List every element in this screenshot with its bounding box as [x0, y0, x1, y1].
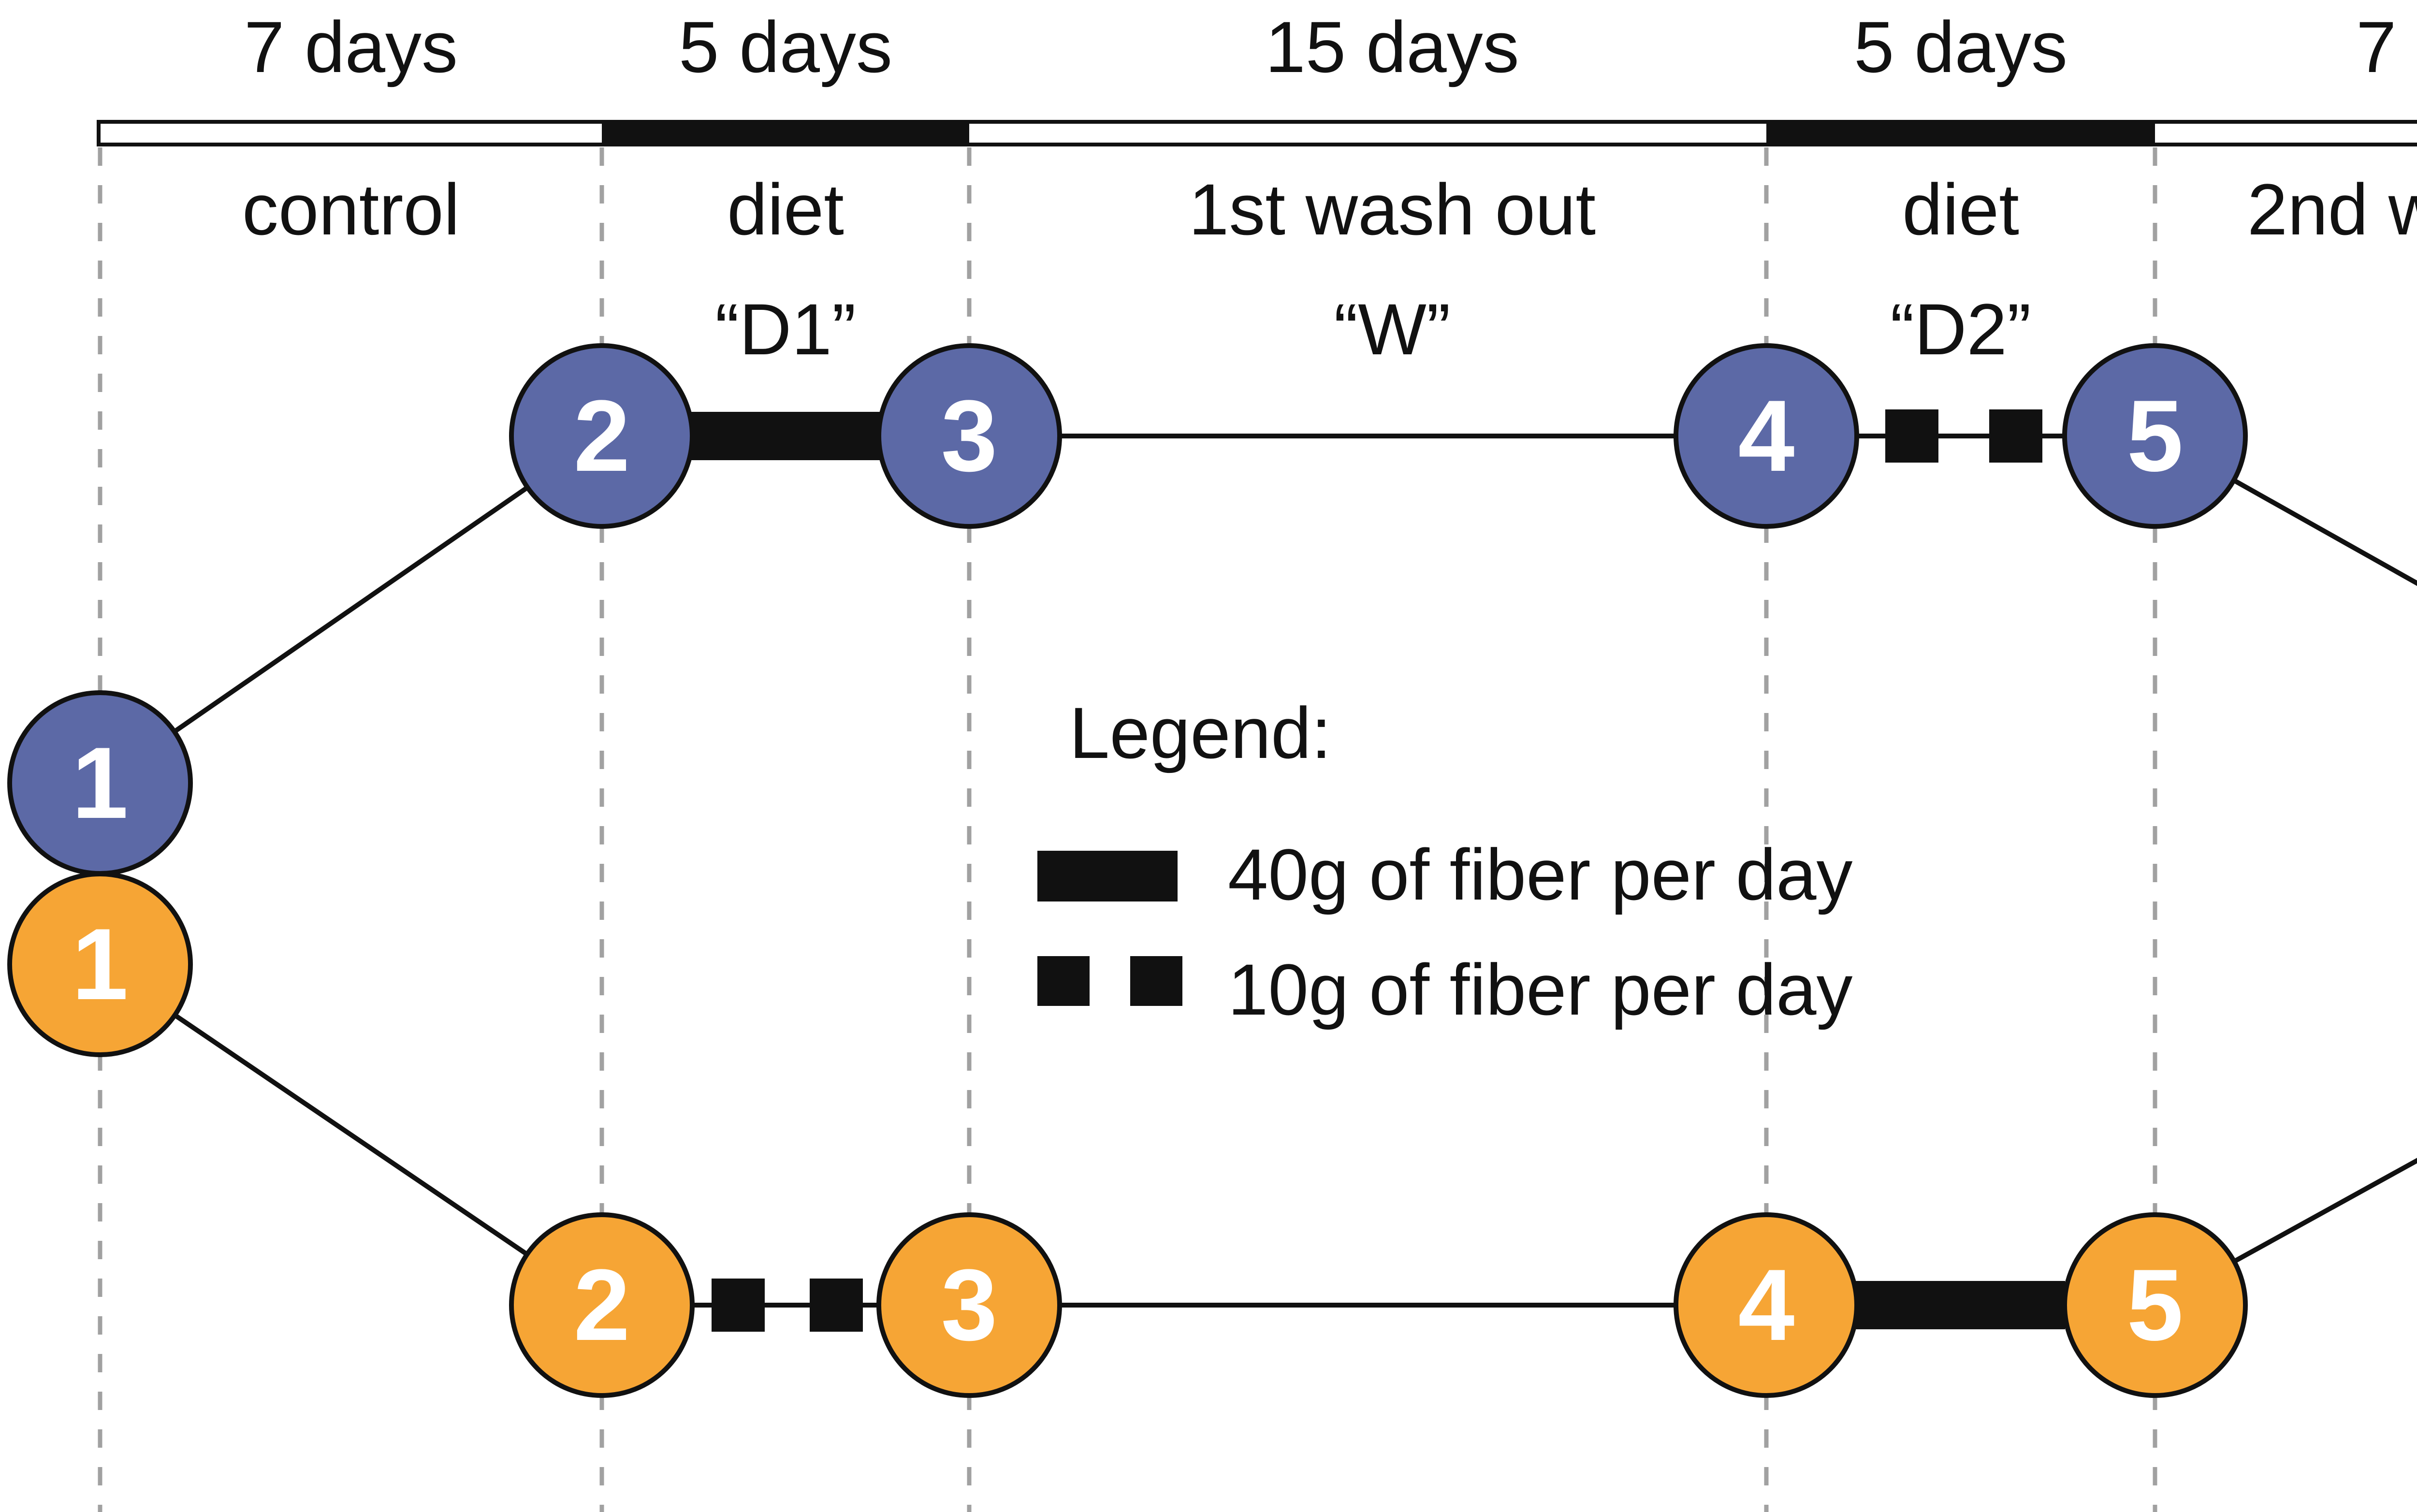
node-top-3: 3: [876, 343, 1062, 529]
timeline-segment-control: [101, 124, 602, 143]
mark-10g-square-top-arm-a: [1885, 409, 1938, 463]
mark-10g-square-top-arm-b: [1989, 409, 2042, 463]
duration-label-washout1: 15 days: [1265, 6, 1519, 87]
phase-code-label-d2: “D2”: [1890, 289, 2031, 370]
mark-10g-square-bottom-arm-b: [810, 1279, 863, 1332]
duration-label-diet2: 5 days: [1854, 6, 2068, 87]
connector-bottom-5-6: [2154, 1158, 2417, 1308]
phase-label-control: control: [242, 169, 460, 250]
phase-label-diet1: diet: [727, 169, 844, 250]
mark-10g-square-bottom-arm-a: [712, 1279, 765, 1332]
connector-top-1-2: [99, 434, 603, 785]
phase-label-washout2: 2nd wash out: [2247, 169, 2417, 250]
timeline-bar: [97, 120, 2417, 146]
duration-label-washout2: 7 days: [2356, 6, 2417, 87]
node-bottom-2: 2: [509, 1212, 695, 1398]
timeline-segment-washout1: [969, 124, 1766, 143]
node-bottom-5: 5: [2062, 1212, 2248, 1398]
phase-code-label-d1: “D1”: [715, 289, 856, 370]
timeline-segment-washout2: [2155, 124, 2417, 143]
node-top-1: 1: [7, 690, 193, 876]
phase-label-washout1: 1st wash out: [1188, 169, 1596, 250]
connector-top-5-6: [2154, 434, 2417, 586]
legend-swatch-10g-square-a: [1037, 956, 1090, 1006]
legend-swatch-40g-bar: [1037, 851, 1178, 901]
node-bottom-1: 1: [7, 872, 193, 1057]
connector-bottom-1-2: [99, 962, 603, 1308]
duration-label-diet1: 5 days: [679, 6, 892, 87]
node-top-4: 4: [1674, 343, 1859, 529]
mark-40g-bar-bottom-arm: [1855, 1281, 2065, 1329]
node-bottom-4: 4: [1674, 1212, 1859, 1398]
legend-swatch-10g-square-b: [1130, 956, 1182, 1006]
mark-40g-bar-top-arm: [690, 412, 881, 460]
node-top-2: 2: [509, 343, 695, 529]
node-top-5: 5: [2062, 343, 2248, 529]
duration-label-control: 7 days: [244, 6, 458, 87]
phase-code-label-w: “W”: [1334, 289, 1451, 370]
legend-label-40g: 40g of fiber per day: [1228, 834, 1853, 915]
node-bottom-3: 3: [876, 1212, 1062, 1398]
legend-title: Legend:: [1069, 692, 1332, 773]
legend-label-10g: 10g of fiber per day: [1228, 949, 1853, 1030]
phase-label-diet2: diet: [1902, 169, 2019, 250]
